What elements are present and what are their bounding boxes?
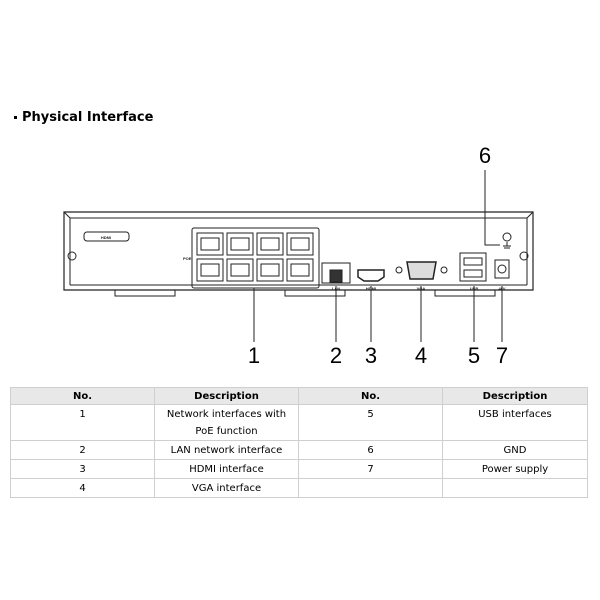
callout-1: 1 <box>248 343 260 368</box>
number-cell: 2 <box>10 440 155 460</box>
screw-icon <box>67 251 77 261</box>
number-cell: 7 <box>298 459 443 479</box>
description-cell: Power supply <box>442 459 588 479</box>
nvr-rear-panel-diagram: HDMI POE LAN HDMI VGA USB 48V 1 2 3 4 5 … <box>63 143 534 368</box>
header-description: Description <box>442 387 588 405</box>
callout-5: 5 <box>468 343 480 368</box>
rj45-poe-port <box>196 258 224 282</box>
header-no: No. <box>298 387 443 405</box>
ground-symbol-icon <box>503 242 511 249</box>
description-cell: LAN network interface <box>154 440 299 460</box>
number-cell <box>298 478 443 498</box>
usb-ports <box>459 252 487 282</box>
header-description: Description <box>154 387 299 405</box>
rj45-poe-port <box>256 258 284 282</box>
description-cell: Network interfaces with PoE function <box>154 404 299 441</box>
rj45-poe-port <box>196 232 224 256</box>
screw-icon <box>519 251 529 261</box>
callout-4: 4 <box>415 343 427 368</box>
poe-label: POE <box>183 256 192 261</box>
callout-3: 3 <box>365 343 377 368</box>
number-cell: 5 <box>298 404 443 441</box>
section-title: Physical Interface <box>14 110 153 125</box>
poe-port-block <box>191 227 320 289</box>
table-header-row: No. Description No. Description <box>10 387 588 405</box>
number-cell: 6 <box>298 440 443 460</box>
description-cell: HDMI interface <box>154 459 299 479</box>
rj45-poe-port <box>226 258 254 282</box>
hdmi-logo-text: HDMI <box>101 235 111 240</box>
description-cell: VGA interface <box>154 478 299 498</box>
number-cell: 3 <box>10 459 155 479</box>
lan-port <box>321 262 351 284</box>
number-cell: 1 <box>10 404 155 441</box>
ground-screw-icon <box>502 232 512 242</box>
description-cell: GND <box>442 440 588 460</box>
number-cell: 4 <box>10 478 155 498</box>
description-cell <box>442 478 588 498</box>
power-port <box>494 259 510 279</box>
rj45-poe-port <box>286 258 314 282</box>
header-no: No. <box>10 387 155 405</box>
rj45-poe-port <box>256 232 284 256</box>
callout-6: 6 <box>479 143 491 168</box>
rj45-poe-port <box>226 232 254 256</box>
bullet-icon <box>14 116 17 119</box>
vga-port <box>406 261 437 280</box>
section-title-text: Physical Interface <box>22 110 154 125</box>
hdmi-port <box>357 269 385 282</box>
description-cell: USB interfaces <box>442 404 588 441</box>
rj45-poe-port <box>286 232 314 256</box>
poe-ports <box>196 232 314 282</box>
callout-7: 7 <box>496 343 508 368</box>
callout-2: 2 <box>330 343 342 368</box>
hdmi-logo <box>83 231 130 242</box>
